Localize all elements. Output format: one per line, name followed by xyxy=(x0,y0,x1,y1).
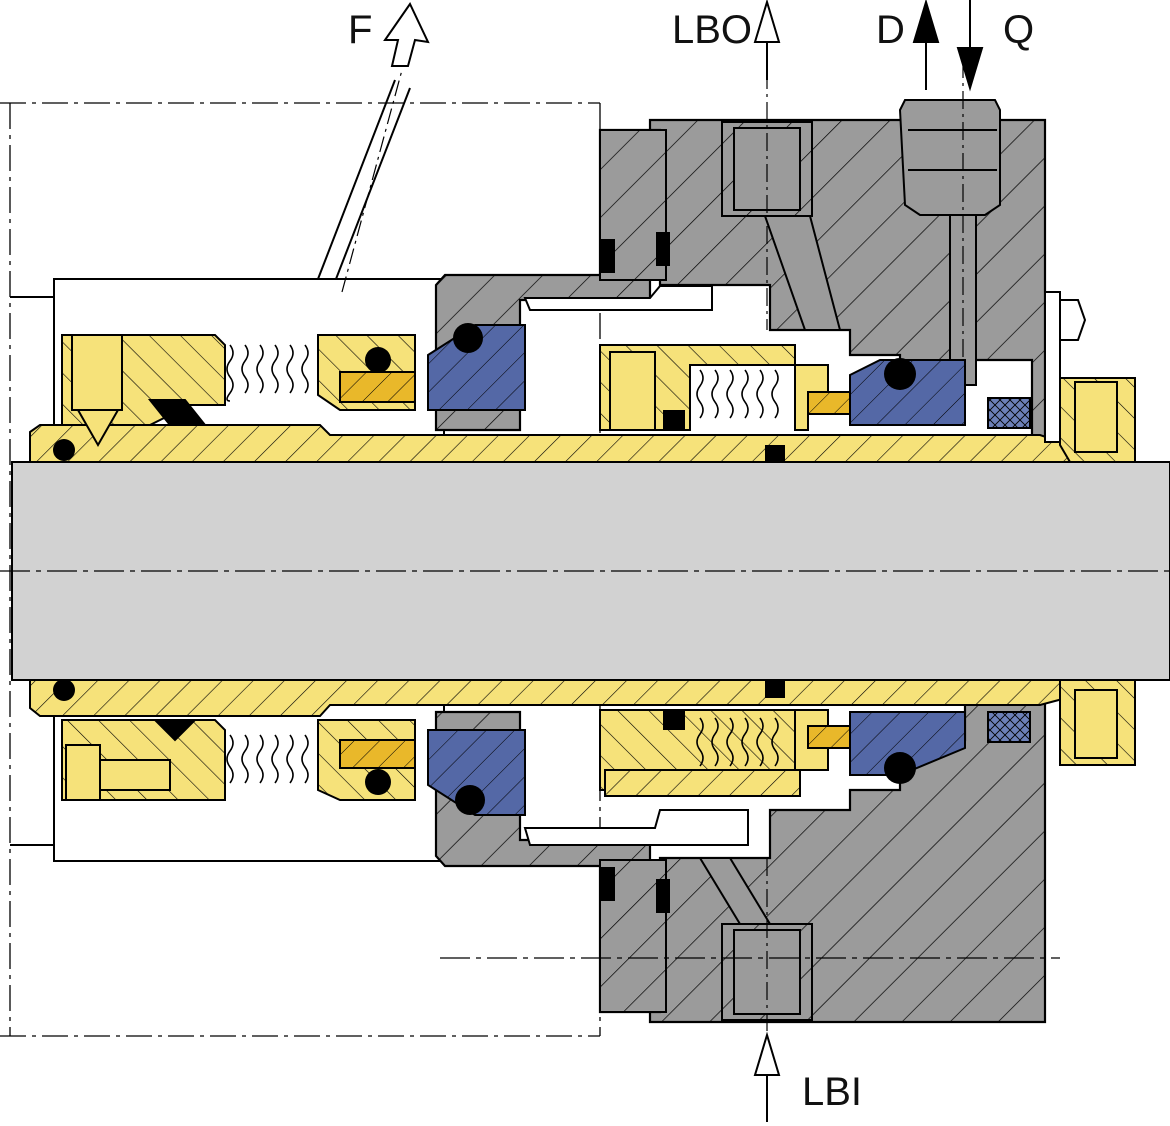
internal-channels xyxy=(523,285,749,846)
packing-rings xyxy=(987,397,1031,743)
label-buffer-inlet: LBI xyxy=(802,1070,862,1114)
label-drain: D xyxy=(876,8,905,52)
inboard-stationary-seat xyxy=(427,324,526,816)
outboard-springs xyxy=(696,369,779,767)
arrow-drain xyxy=(912,0,940,90)
outboard-stationary-seat xyxy=(849,359,966,776)
shaft-sleeve xyxy=(29,424,1077,717)
port-lbo xyxy=(721,40,842,331)
outboard-collar xyxy=(599,344,801,797)
drive-collar xyxy=(1044,291,1136,766)
o-rings xyxy=(53,323,916,815)
arrow-lbo xyxy=(753,0,781,80)
inboard-springs xyxy=(226,344,309,784)
label-buffer-outlet: LBO xyxy=(672,8,752,52)
arrow-quench xyxy=(956,0,984,92)
port-lbi xyxy=(698,857,813,1110)
inboard-collar xyxy=(61,334,226,801)
label-flush: F xyxy=(348,8,372,52)
shaft xyxy=(0,461,1170,681)
arrow-lbi xyxy=(753,1031,781,1122)
outboard-rotating-face xyxy=(794,364,851,771)
label-quench: Q xyxy=(1003,8,1034,52)
gland-flange xyxy=(599,129,670,1013)
port-drain-quench xyxy=(898,60,1001,390)
arrow-flush xyxy=(383,2,430,67)
flush-pipe xyxy=(317,69,411,293)
